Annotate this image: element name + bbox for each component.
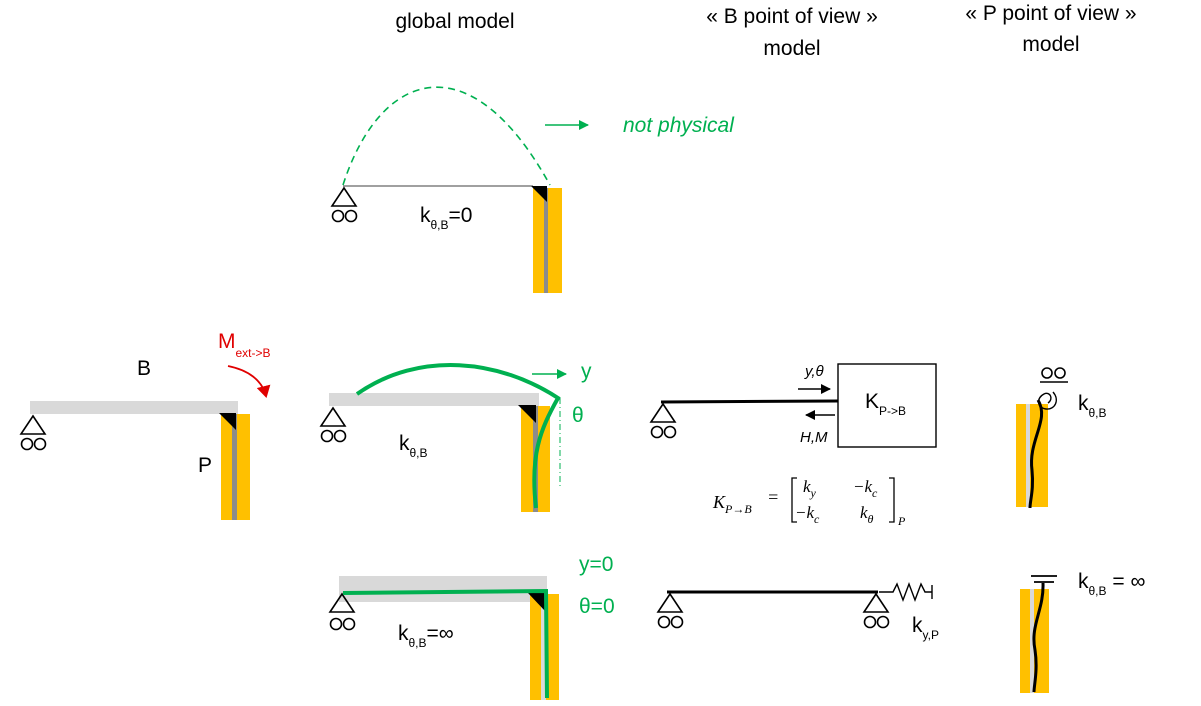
- matrix-a11: ky: [803, 477, 817, 500]
- row3-global-model: y=0 θ=0 kθ,B=∞: [328, 553, 615, 700]
- beam: [329, 393, 539, 406]
- matrix-bracket-left: [791, 477, 797, 523]
- label-p: P: [198, 454, 212, 477]
- label-y-zero: y=0: [579, 553, 613, 576]
- roller-support-icon: [330, 186, 358, 223]
- moment-label: Mext->B: [218, 330, 271, 360]
- pile-core: [544, 188, 548, 293]
- row2-p-view-model: kθ,B: [1016, 367, 1107, 509]
- pile-core: [1030, 589, 1034, 693]
- k-y-p: ky,P: [912, 614, 939, 642]
- matrix-outer-sub: P: [897, 514, 906, 528]
- k-theta-b: kθ,B: [399, 432, 428, 460]
- pile-core: [1026, 404, 1030, 507]
- matrix-bracket-right: [889, 477, 895, 523]
- roller-wheel-icon: [1054, 367, 1066, 379]
- roller-support-icon: [656, 592, 684, 629]
- box-label: KP->B: [865, 390, 906, 418]
- row2-global-model: y θ kθ,B: [319, 360, 592, 512]
- row1-global-model: not physical kθ,B=0: [330, 86, 735, 293]
- header-global-model: global model: [395, 10, 514, 33]
- roller-support-icon: [319, 406, 347, 443]
- roller-support-icon: [649, 402, 677, 439]
- roller-support-icon: [19, 414, 47, 451]
- row2-b-view-model: KP->B y,θ H,M: [649, 363, 937, 448]
- roller-wheel-icon: [1041, 367, 1053, 379]
- rigid-joint-icon: [219, 413, 236, 430]
- force-bottom-label: H,M: [800, 429, 828, 446]
- stiffness-matrix: KP→B = ky −kc −kc kθ P: [712, 477, 906, 528]
- deformed-pile: [1032, 582, 1045, 693]
- header-p-view-line1: « P point of view »: [965, 2, 1136, 25]
- matrix-a21: −kc: [795, 503, 820, 526]
- label-theta: θ: [572, 404, 584, 427]
- spring-icon: [879, 582, 932, 602]
- deformed-shape-dashed: [342, 86, 551, 186]
- stiffness-box: [837, 363, 937, 448]
- pile-p-core: [232, 414, 237, 520]
- matrix-a22: kθ: [860, 503, 874, 526]
- header-p-view-line2: model: [1022, 33, 1079, 56]
- undeformed-shape: [342, 588, 549, 699]
- row3-b-view-model: ky,P: [656, 582, 939, 642]
- beam-b: [30, 401, 238, 414]
- k-theta-b-infinity: kθ,B = ∞: [1078, 570, 1145, 598]
- deformed-pile: [1028, 399, 1044, 509]
- row3-p-view-model: kθ,B = ∞: [1020, 570, 1145, 693]
- rotational-spring-icon: [1037, 391, 1057, 410]
- roller-support-icon: [862, 592, 890, 629]
- k-theta-b: kθ,B: [1078, 392, 1107, 420]
- rigid-joint-icon: [528, 593, 545, 611]
- header-b-view-line2: model: [763, 37, 820, 60]
- pile-core: [541, 594, 546, 700]
- matrix-equals: =: [767, 487, 779, 507]
- label-y: y: [581, 360, 592, 383]
- deformed-shape: [355, 363, 561, 509]
- roller-support-icon: [328, 592, 356, 631]
- k-theta-b-zero: kθ,B=0: [420, 204, 472, 232]
- label-b: B: [137, 357, 151, 380]
- matrix-a12: −kc: [853, 477, 878, 500]
- beam: [339, 576, 547, 602]
- moment-arrow-icon: [227, 365, 271, 398]
- label-theta-zero: θ=0: [579, 595, 615, 618]
- rigid-joint-icon: [531, 186, 547, 202]
- k-theta-b-infinity: kθ,B=∞: [398, 622, 454, 650]
- not-physical-label: not physical: [623, 114, 735, 137]
- beam-line: [660, 399, 839, 404]
- rigid-joint-icon: [518, 405, 536, 423]
- force-top-label: y,θ: [804, 363, 824, 380]
- row2-original-structure: B P Mext->B: [19, 330, 271, 520]
- header-b-view-line1: « B point of view »: [706, 5, 878, 28]
- matrix-lhs: KP→B: [712, 492, 752, 516]
